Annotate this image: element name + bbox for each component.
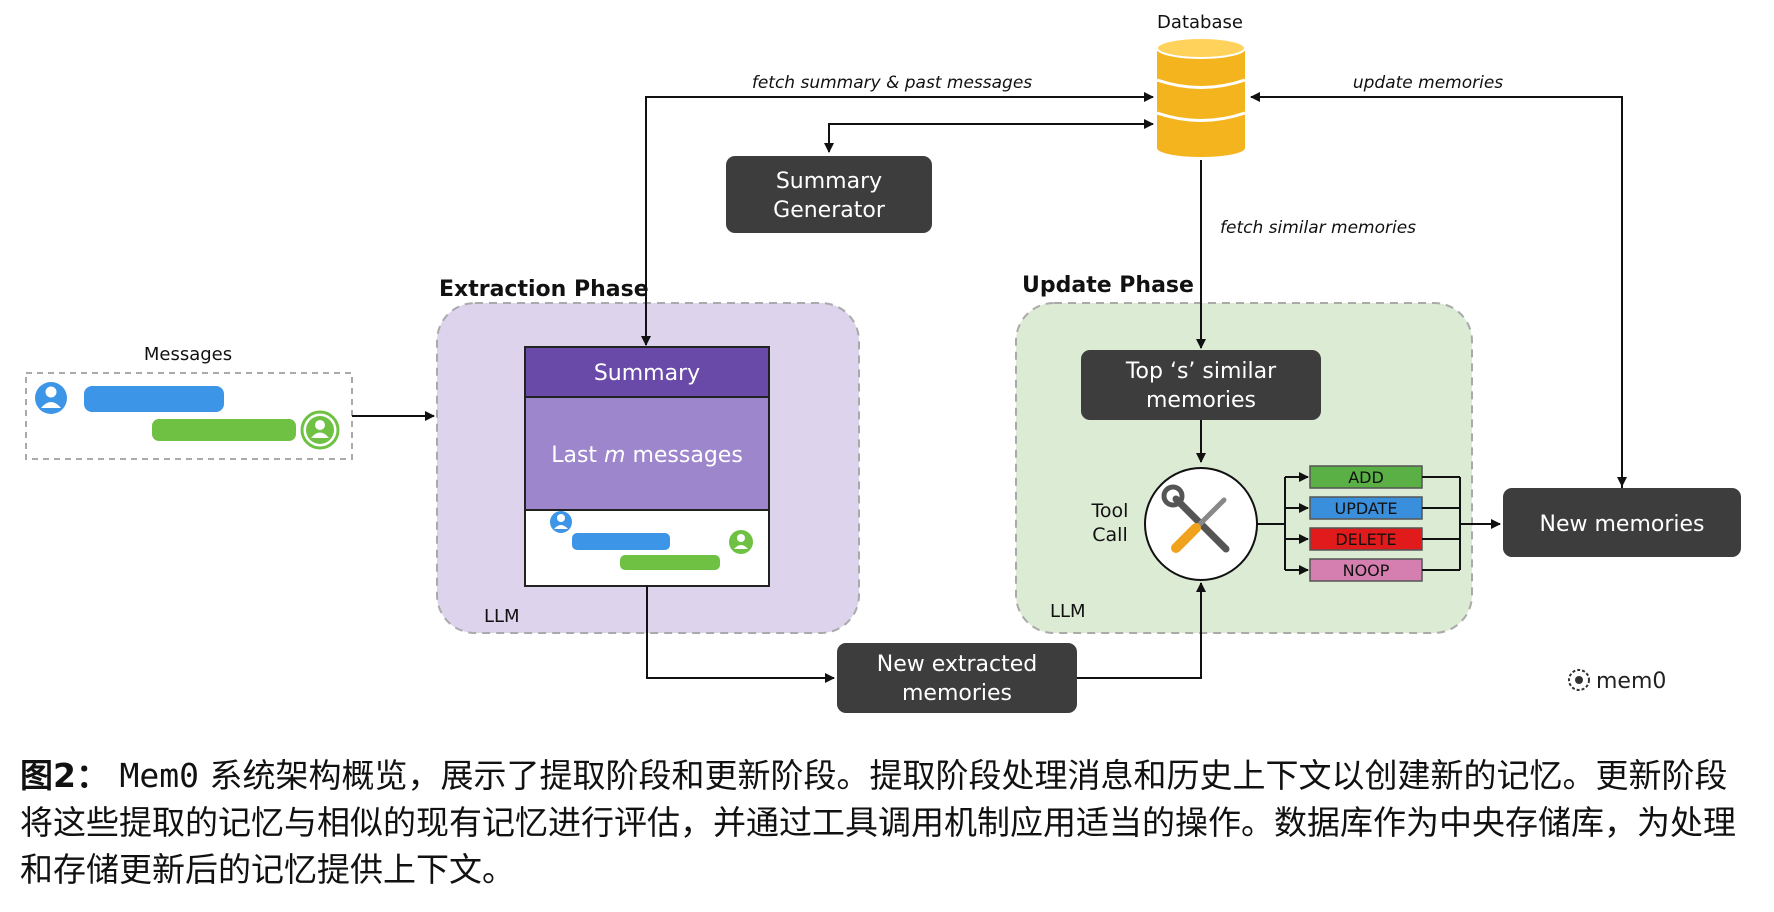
op-noop-label: NOOP <box>1343 561 1390 580</box>
last-messages-block <box>524 396 770 511</box>
summary-generator-box <box>726 156 932 233</box>
user-message-bubble <box>572 533 670 550</box>
last-messages-label: Last m messages <box>551 443 743 468</box>
op-update-label: UPDATE <box>1335 499 1398 518</box>
database-icon <box>1156 37 1246 157</box>
arrow-extraction-to-new-extracted <box>646 586 835 683</box>
caption-text: 系统架构概览，展示了提取阶段和更新阶段。提取阶段处理消息和历史上下文以创建新的记… <box>20 756 1736 889</box>
new-extracted-box <box>837 643 1077 713</box>
assistant-message-bubble <box>620 555 720 570</box>
mem0-logo-icon <box>1568 669 1590 691</box>
summary-block <box>524 346 770 398</box>
mem0-logo-text: mem0 <box>1596 669 1666 694</box>
arrow-new-extracted-to-tool <box>1077 582 1206 679</box>
messages-box <box>25 372 353 460</box>
assistant-avatar-icon <box>300 410 340 450</box>
messages-label: Messages <box>144 344 232 365</box>
caption-system-name: Mem0 <box>119 756 199 795</box>
extraction-phase-title: Extraction Phase <box>439 277 649 302</box>
top-s-similar-box <box>1081 350 1321 420</box>
arrow-summary-gen-to-db <box>828 119 1154 152</box>
user-message-bubble <box>84 386 224 412</box>
llm-label-update: LLM <box>1050 601 1086 622</box>
summary-block-label: Summary <box>594 361 700 386</box>
tools-icon <box>1161 484 1230 553</box>
user-avatar-icon <box>550 511 572 533</box>
edge-label-update-memories: update memories <box>1353 73 1503 93</box>
op-add-label: ADD <box>1348 468 1384 487</box>
new-memories-label: New memories <box>1540 512 1705 537</box>
database-label: Database <box>1157 12 1243 33</box>
update-phase-title: Update Phase <box>1022 273 1194 298</box>
edge-label-fetch-similar: fetch similar memories <box>1220 218 1416 238</box>
arrow-db-to-summary-gen <box>824 123 1153 153</box>
op-delete-label: DELETE <box>1335 530 1396 549</box>
user-avatar-icon <box>35 382 67 414</box>
caption-label: 图2： <box>20 756 109 795</box>
new-memories-box <box>1503 488 1741 557</box>
llm-label-extraction: LLM <box>484 606 520 627</box>
figure-caption: 图2： Mem0 系统架构概览，展示了提取阶段和更新阶段。提取阶段处理消息和历史… <box>20 752 1760 893</box>
edge-label-fetch-summary: fetch summary & past messages <box>752 73 1032 93</box>
assistant-avatar-icon <box>729 530 753 554</box>
assistant-message-bubble <box>152 419 296 441</box>
